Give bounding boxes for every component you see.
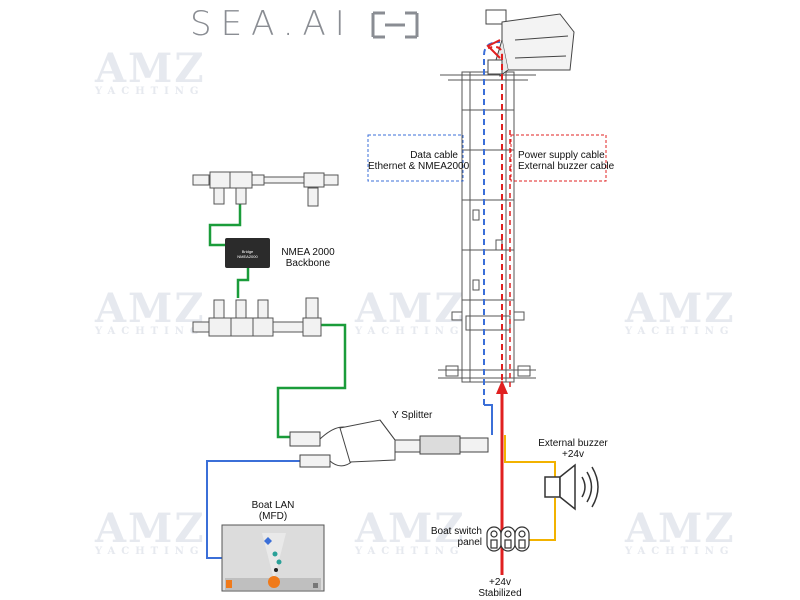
sea-ai-logo-icon (371, 11, 419, 39)
mfd-screen-icon (221, 524, 325, 592)
data-cable-label: Data cable Ethernet & NMEA2000 (368, 150, 470, 172)
data-cable-legend-box (367, 134, 464, 182)
switch-panel-label: Boat switch panel (430, 526, 482, 548)
switch-panel-icon (486, 526, 530, 552)
data-cable (206, 41, 501, 559)
buzzer-cable (504, 435, 556, 541)
external-buzzer-label: External buzzer +24v (538, 438, 608, 460)
y-splitter-label: Y Splitter (392, 410, 433, 421)
speaker-icon (544, 463, 599, 511)
nmea-bridge-device (225, 238, 270, 268)
power-source-label: +24v Stabilized (478, 577, 522, 599)
mast-structure (438, 71, 536, 383)
y-splitter (289, 419, 489, 468)
nmea-backbone-bottom (192, 297, 322, 337)
power-cable-legend-box (510, 134, 607, 182)
nmea-backbone-top (192, 171, 339, 207)
power-cable (486, 39, 511, 575)
boat-lan-label: Boat LAN (MFD) (251, 500, 295, 522)
nmea-cable (208, 202, 347, 439)
brand-logo-text: SEA.AI (190, 4, 354, 44)
nmea-backbone-label: NMEA 2000 Backbone (281, 247, 335, 269)
power-cable-label: Power supply cable External buzzer cable (518, 150, 615, 172)
nmea-device-label: Bridge NMEA2000 (237, 249, 258, 259)
